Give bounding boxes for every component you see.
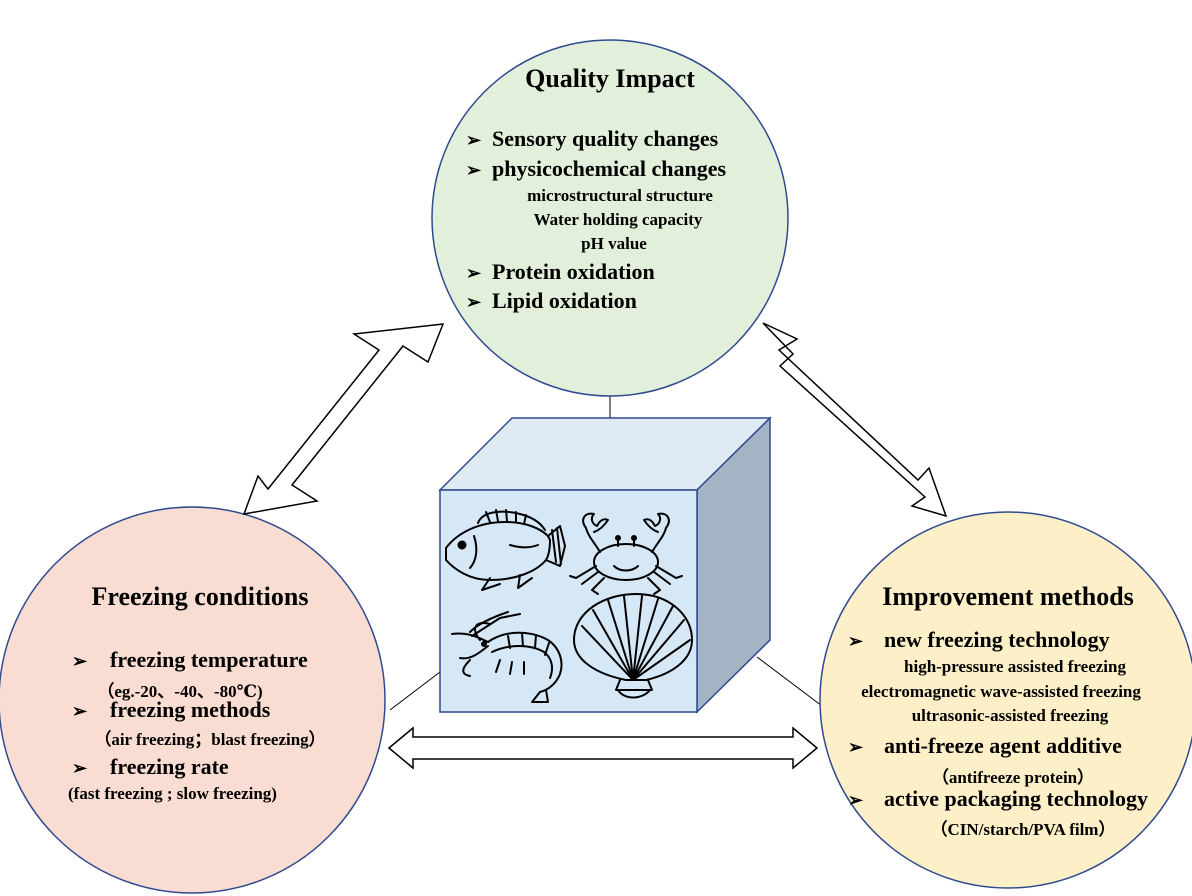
improvement-sub-ultrasonic: ultrasonic-assisted freezing <box>911 706 1109 725</box>
quality-sub-ph: pH value <box>581 234 647 253</box>
crab-icon <box>569 512 683 595</box>
quality-item-protein-oxidation: ➢Protein oxidation <box>466 259 655 284</box>
freezing-conditions-title: Freezing conditions <box>91 582 309 611</box>
quality-impact-title: Quality Impact <box>525 64 695 93</box>
improvement-item-new-freezing: ➢new freezing technology <box>848 627 1110 652</box>
improvement-sub-high-pressure: high-pressure assisted freezing <box>904 657 1126 676</box>
freezing-item-temperature: ➢freezing temperature <box>72 647 308 672</box>
quality-sub-water-holding: Water holding capacity <box>533 210 703 229</box>
connector-line-right <box>756 656 823 707</box>
double-arrow-left-top <box>242 323 445 515</box>
quality-item-sensory: ➢Sensory quality changes <box>466 126 719 151</box>
quality-sub-microstructural: microstructural structure <box>527 186 713 205</box>
freezing-sub-rate-values: (fast freezing ; slow freezing) <box>68 784 277 803</box>
connector-line-left <box>389 671 441 711</box>
arrow-bullet-icon: ➢ <box>466 130 482 150</box>
arrow-bullet-icon: ➢ <box>72 758 88 778</box>
freezing-item-methods: ➢freezing methods <box>72 697 271 722</box>
quality-item-physicochemical: ➢physicochemical changes <box>466 156 727 181</box>
arrow-bullet-icon: ➢ <box>72 701 88 721</box>
arrow-bullet-icon: ➢ <box>848 790 864 810</box>
improvement-methods-circle <box>819 511 1192 889</box>
improvement-sub-electromagnetic: electromagnetic wave-assisted freezing <box>861 682 1141 701</box>
cube-front-face <box>439 489 698 713</box>
freezing-item-rate: ➢freezing rate <box>72 754 229 779</box>
seafood-cube <box>438 416 772 714</box>
arrow-bullet-icon: ➢ <box>72 651 88 671</box>
arrow-bullet-icon: ➢ <box>466 263 482 283</box>
freezing-conditions-circle <box>0 506 386 894</box>
arrow-bullet-icon: ➢ <box>848 737 864 757</box>
double-arrow-bottom <box>387 726 819 770</box>
arrow-bullet-icon: ➢ <box>848 631 864 651</box>
scallop-shell-icon <box>573 593 693 699</box>
quality-item-lipid-oxidation: ➢Lipid oxidation <box>466 288 637 313</box>
quality-impact-circle <box>431 39 789 397</box>
improvement-item-anti-freeze: ➢anti-freeze agent additive <box>848 733 1122 758</box>
fish-icon <box>445 509 566 591</box>
double-arrow-right-top <box>762 322 948 518</box>
arrow-bullet-icon: ➢ <box>466 292 482 312</box>
improvement-sub-antifreeze-protein: （antifreeze protein） <box>931 768 1095 787</box>
freezing-sub-methods-values: （air freezing；blast freezing） <box>94 730 326 749</box>
improvement-methods-title: Improvement methods <box>882 582 1134 611</box>
arrow-bullet-icon: ➢ <box>466 160 482 180</box>
shrimp-icon <box>451 611 563 703</box>
improvement-sub-film: （CIN/starch/PVA film） <box>930 820 1116 839</box>
freezing-sub-temperature-values: （eg.-20、-40、-80℃) <box>97 682 263 701</box>
improvement-item-active-packaging: ➢active packaging technology <box>848 786 1148 811</box>
